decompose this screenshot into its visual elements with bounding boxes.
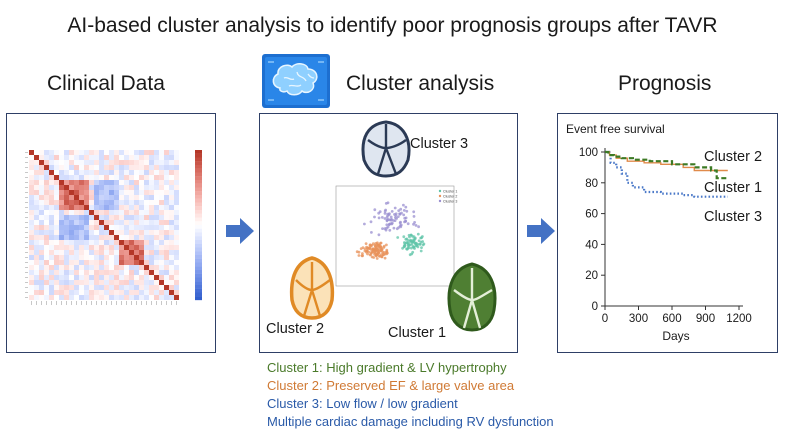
- survival-curve-cluster-2: [605, 150, 728, 180]
- cluster-1-label: Cluster 1: [388, 325, 447, 341]
- cluster-3-label: Cluster 3: [410, 136, 469, 152]
- arrow-right-icon: [527, 218, 555, 244]
- brain-icon: [262, 54, 330, 108]
- cluster1-points: [396, 232, 426, 257]
- survival-chart: Event free survival 0 20 40 60 80 100 0 300 600 90…: [566, 122, 762, 343]
- y-tick-label: 100: [579, 147, 598, 159]
- scatter-legend-marker: [438, 189, 442, 193]
- section-title-cluster: Cluster analysis: [346, 72, 495, 95]
- heatmap-cells: [29, 150, 179, 300]
- prognosis-panel: Event free survival 0 20 40 60 80 100 0 300 600 90…: [557, 113, 778, 353]
- heart-valve-icon: [288, 254, 336, 322]
- cluster-descriptions: Cluster 1: High gradient & LV hypertroph…: [267, 360, 554, 429]
- y-tick-label: 0: [592, 301, 598, 313]
- main-title: AI-based cluster analysis to identify po…: [67, 14, 718, 37]
- scatter-legend-marker: [438, 199, 442, 203]
- section-title-prognosis: Prognosis: [618, 72, 712, 95]
- cluster3-points: [363, 201, 420, 237]
- x-tick-label: 900: [696, 313, 715, 325]
- heatmap-colorbar: [195, 150, 202, 301]
- x-tick-label: 300: [629, 313, 648, 325]
- heart-valve-icon: [358, 118, 414, 180]
- y-tick-label: 60: [585, 209, 598, 221]
- series-label: Cluster 3: [704, 209, 762, 225]
- chart-title: Event free survival: [566, 122, 665, 136]
- scatter-legend-label: Cluster 3: [443, 200, 457, 204]
- correlation-heatmap: [25, 150, 202, 305]
- y-tick-label: 40: [585, 239, 598, 251]
- series-label: Cluster 2: [704, 149, 762, 165]
- survival-curve-cluster-3: [605, 150, 728, 198]
- description-cluster-3: Cluster 3: Low flow / low gradient: [267, 396, 458, 411]
- heart-valve-icon: [446, 260, 498, 334]
- description-cluster-2: Cluster 2: Preserved EF & large valve ar…: [267, 378, 515, 393]
- scatter-legend-label: Cluster 1: [443, 190, 457, 194]
- scatter-legend-marker: [438, 194, 442, 198]
- x-tick-label: 600: [662, 313, 681, 325]
- description-cluster-1: Cluster 1: High gradient & LV hypertroph…: [267, 360, 507, 375]
- x-tick-label: 0: [602, 313, 608, 325]
- x-tick-label: 1200: [726, 313, 752, 325]
- description-cluster-3-detail: Multiple cardiac damage including RV dys…: [267, 414, 554, 429]
- cluster2-points: [355, 241, 389, 260]
- scatter-legend-label: Cluster 2: [443, 195, 457, 199]
- section-title-clinical: Clinical Data: [47, 72, 165, 95]
- series-label: Cluster 1: [704, 180, 762, 196]
- y-tick-label: 20: [585, 270, 598, 282]
- clinical-data-panel: [6, 113, 216, 353]
- x-axis-label: Days: [662, 329, 689, 343]
- cluster-2-label: Cluster 2: [266, 321, 325, 337]
- y-tick-label: 80: [585, 178, 598, 190]
- arrow-right-icon: [226, 218, 254, 244]
